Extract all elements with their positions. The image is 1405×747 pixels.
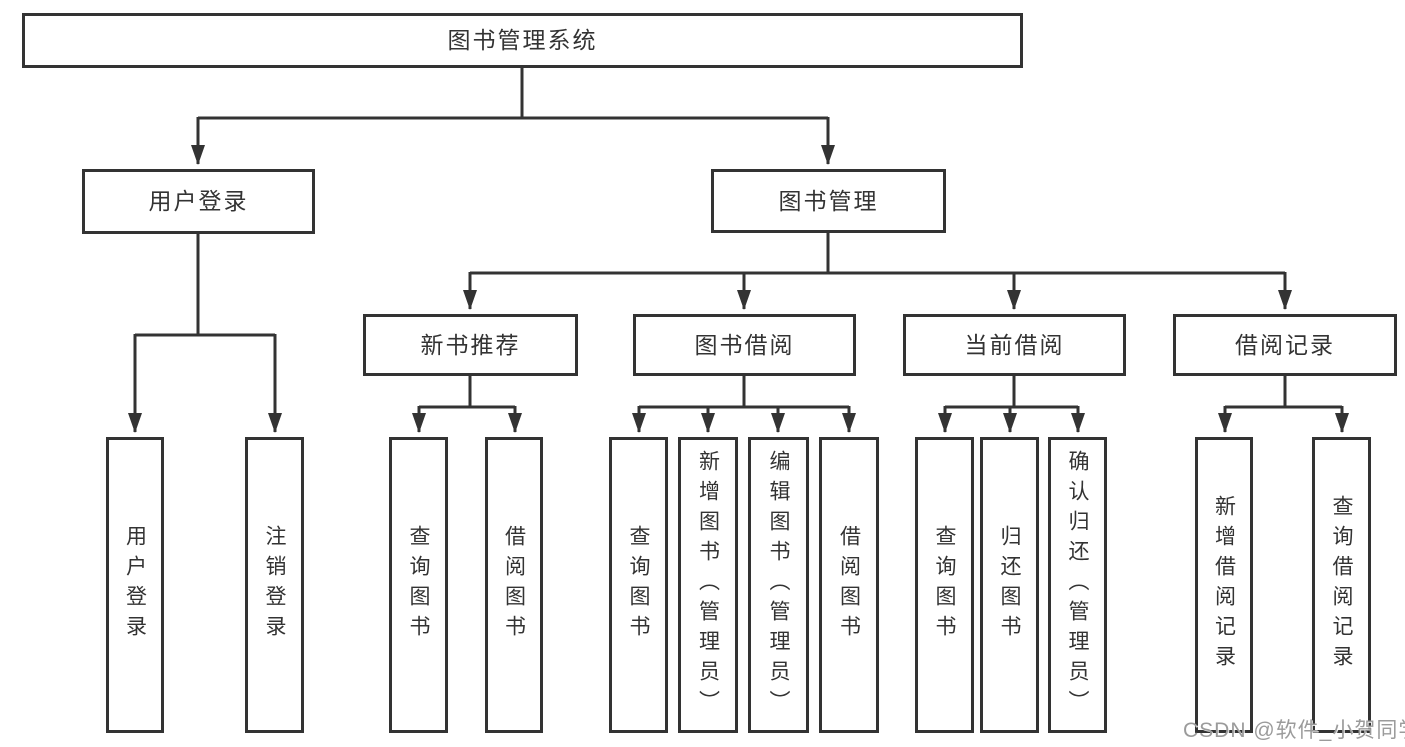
leaf-query-books-recommend: 查询图书 <box>389 437 448 733</box>
node-user-login-label: 用户登录 <box>148 188 249 214</box>
leaf-query-borrow-record-label: 查询借阅记录 <box>1330 495 1353 675</box>
leaf-user-login: 用户登录 <box>106 437 164 733</box>
node-book-management: 图书管理 <box>711 169 946 233</box>
leaf-add-book-admin: 新增图书（管理员） <box>678 437 738 733</box>
leaf-logout: 注销登录 <box>245 437 304 733</box>
leaf-confirm-return-admin: 确认归还（管理员） <box>1048 437 1107 733</box>
node-current-borrow-label: 当前借阅 <box>964 331 1065 358</box>
node-new-book-recommend-label: 新书推荐 <box>420 331 521 358</box>
leaf-query-books-borrow-label: 查询图书 <box>627 525 650 645</box>
node-book-borrow: 图书借阅 <box>633 314 856 376</box>
leaf-query-books-current: 查询图书 <box>915 437 974 733</box>
node-book-borrow-label: 图书借阅 <box>694 331 795 358</box>
leaf-query-borrow-record: 查询借阅记录 <box>1312 437 1371 733</box>
leaf-borrow-books-recommend-label: 借阅图书 <box>502 525 526 645</box>
leaf-edit-book-admin-label: 编辑图书（管理员） <box>767 450 790 720</box>
leaf-borrow-books-recommend: 借阅图书 <box>485 437 543 733</box>
leaf-query-books-current-label: 查询图书 <box>933 525 956 645</box>
leaf-add-borrow-record-label: 新增借阅记录 <box>1212 495 1236 675</box>
node-user-login: 用户登录 <box>82 169 315 234</box>
leaf-return-books: 归还图书 <box>980 437 1039 733</box>
node-library-system: 图书管理系统 <box>22 13 1023 68</box>
leaf-edit-book-admin: 编辑图书（管理员） <box>748 437 809 733</box>
leaf-logout-label: 注销登录 <box>263 525 286 645</box>
node-new-book-recommend: 新书推荐 <box>363 314 578 376</box>
leaf-add-borrow-record: 新增借阅记录 <box>1195 437 1253 733</box>
node-borrow-records: 借阅记录 <box>1173 314 1397 376</box>
leaf-query-books-borrow: 查询图书 <box>609 437 668 733</box>
leaf-borrow-books-label: 借阅图书 <box>837 525 861 645</box>
csdn-watermark: CSDN @软件_小贺同学 <box>1183 719 1405 742</box>
leaf-query-books-recommend-label: 查询图书 <box>407 525 430 645</box>
node-book-management-label: 图书管理 <box>778 187 879 214</box>
node-borrow-records-label: 借阅记录 <box>1235 331 1335 358</box>
leaf-borrow-books: 借阅图书 <box>819 437 879 733</box>
leaf-user-login-label: 用户登录 <box>123 525 147 645</box>
leaf-return-books-label: 归还图书 <box>998 525 1021 645</box>
node-library-system-label: 图书管理系统 <box>447 27 598 53</box>
node-current-borrow: 当前借阅 <box>903 314 1126 376</box>
leaf-add-book-admin-label: 新增图书（管理员） <box>696 450 720 720</box>
leaf-confirm-return-admin-label: 确认归还（管理员） <box>1066 450 1089 720</box>
